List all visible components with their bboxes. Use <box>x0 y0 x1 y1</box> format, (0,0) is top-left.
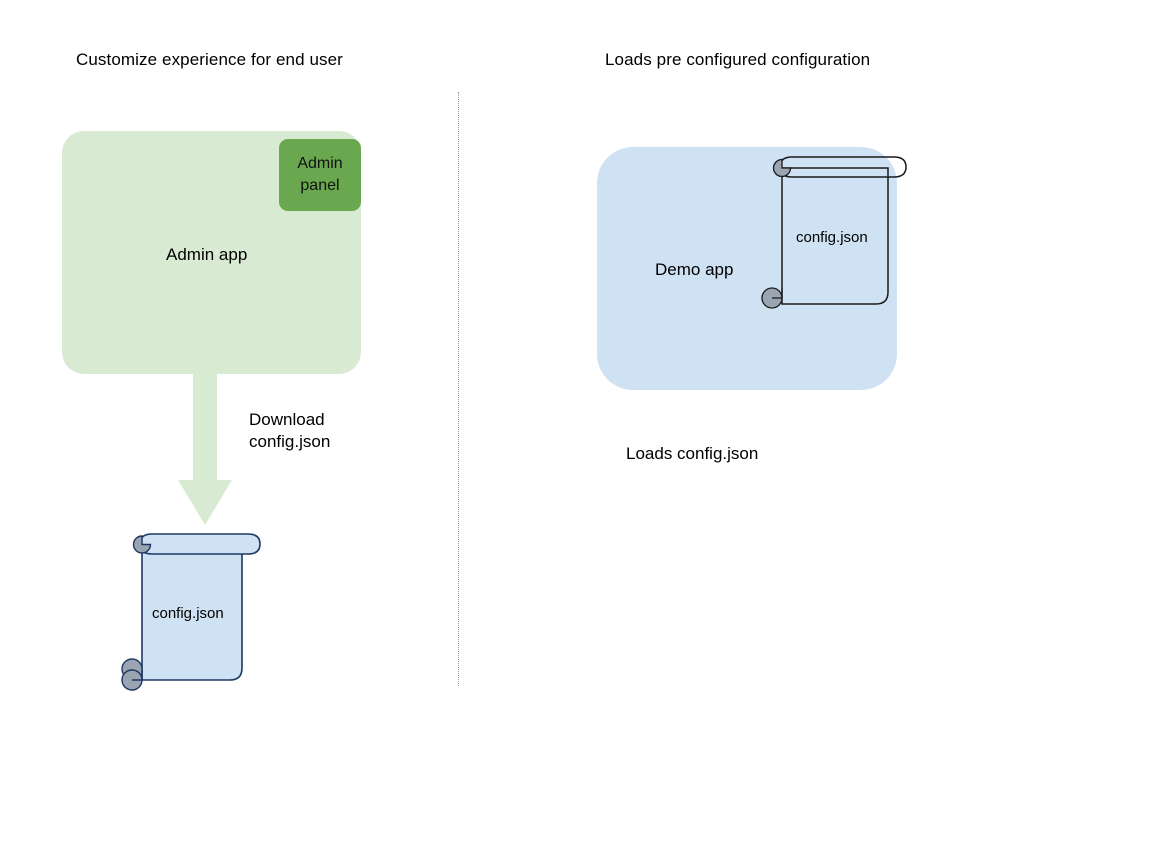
admin-panel-badge-line-2: panel <box>300 177 340 194</box>
demo-app-label: Demo app <box>655 260 734 279</box>
admin-panel-badge[interactable]: Admin panel <box>279 139 361 211</box>
admin-panel-badge-line-1: Admin <box>297 155 343 172</box>
config-json-document-left[interactable] <box>118 528 278 693</box>
admin-app-label: Admin app <box>166 245 248 264</box>
right-column-title: Loads pre configured configuration <box>605 50 871 69</box>
download-arrow-label-line-1: Download <box>249 410 325 429</box>
column-divider <box>458 92 459 686</box>
download-arrow-label: Download config.json <box>249 409 330 453</box>
download-arrow-shape <box>178 372 232 525</box>
download-arrow <box>178 372 232 527</box>
admin-panel-badge-text: Admin panel <box>297 153 342 197</box>
config-json-document-left-label: config.json <box>152 605 224 622</box>
config-json-document-right-label: config.json <box>796 229 868 246</box>
config-json-document-right[interactable] <box>761 152 930 317</box>
loads-config-caption: Loads config.json <box>626 444 759 463</box>
download-arrow-label-line-2: config.json <box>249 432 331 451</box>
config-json-document-right-shape <box>761 156 907 309</box>
config-json-document-left-shape <box>121 533 261 691</box>
demo-app-box <box>597 147 897 390</box>
left-column-title: Customize experience for end user <box>76 50 343 69</box>
